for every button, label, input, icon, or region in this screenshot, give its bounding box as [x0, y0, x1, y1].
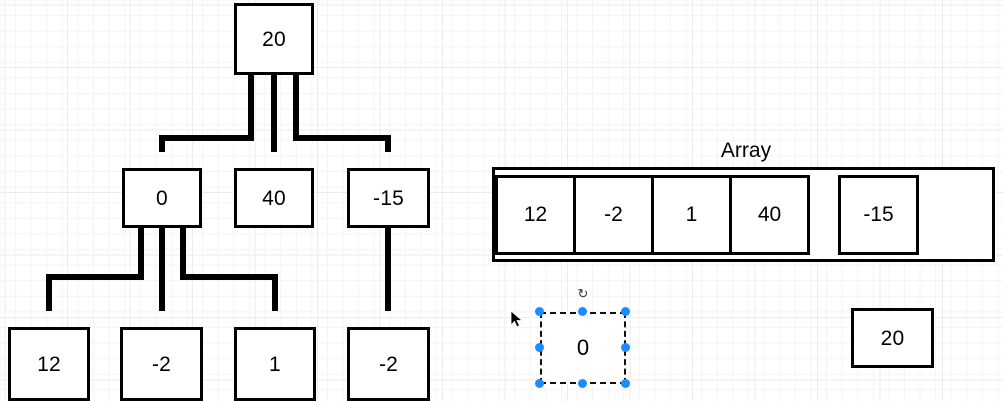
resize-handle-s[interactable] [578, 379, 587, 388]
edge-0-to-12 [46, 228, 144, 311]
array-cell-label: -15 [863, 203, 894, 226]
resize-handle-e[interactable] [621, 343, 630, 352]
tree-node-label: 40 [262, 186, 286, 210]
resize-handle-ne[interactable] [621, 307, 630, 316]
resize-handle-se[interactable] [621, 379, 630, 388]
tree-node-label: -2 [378, 352, 399, 376]
selected-shape[interactable]: ↻ 0 [535, 287, 630, 388]
edge-root-to-15 [293, 75, 391, 152]
tree-node-label: 12 [37, 352, 61, 376]
array-cell-detached[interactable]: -15 [838, 175, 919, 255]
tree-node-level3-1[interactable]: -2 [120, 327, 203, 401]
tree-node-level2-1[interactable]: 40 [234, 168, 314, 228]
array-cell[interactable]: -2 [573, 175, 654, 255]
loose-shape-20[interactable]: 20 [851, 308, 934, 368]
tree-node-label: -15 [373, 186, 404, 210]
resize-handle-n[interactable] [578, 307, 587, 316]
tree-node-level3-2[interactable]: 1 [234, 327, 316, 401]
tree-node-level2-0[interactable]: 0 [122, 168, 202, 228]
tree-node-level3-0[interactable]: 12 [8, 327, 90, 401]
resize-handle-w[interactable] [535, 343, 544, 352]
selected-shape-box[interactable]: 0 [540, 312, 626, 384]
array-cell-label: 40 [757, 203, 782, 226]
array-cell-label: 12 [523, 203, 548, 226]
array-cell[interactable]: 40 [729, 175, 810, 255]
array-cell[interactable]: 1 [651, 175, 732, 255]
loose-shape-label: 20 [880, 326, 905, 350]
resize-handle-nw[interactable] [535, 307, 544, 316]
resize-handle-sw[interactable] [535, 379, 544, 388]
tree-node-label: 1 [269, 352, 281, 376]
array-cell-row: 12 -2 1 40 -15 [495, 175, 919, 255]
edge-root-to-0 [159, 75, 254, 152]
tree-node-root[interactable]: 20 [234, 3, 314, 75]
selected-shape-label: 0 [576, 335, 590, 360]
tree-node-level3-3[interactable]: -2 [347, 327, 430, 401]
tree-node-label: -2 [151, 352, 172, 376]
tree-node-label: 0 [156, 186, 168, 210]
array-cell[interactable]: 12 [495, 175, 576, 255]
rotate-icon[interactable]: ↻ [577, 286, 589, 301]
array-cell-label: 1 [685, 203, 698, 226]
edge-0-to-1 [180, 228, 278, 311]
array-title: Array [720, 139, 772, 162]
tree-node-level2-2[interactable]: -15 [347, 168, 430, 228]
tree-node-label: 20 [262, 27, 286, 51]
array-cell-label: -2 [604, 203, 623, 226]
mouse-pointer-icon [510, 310, 524, 328]
